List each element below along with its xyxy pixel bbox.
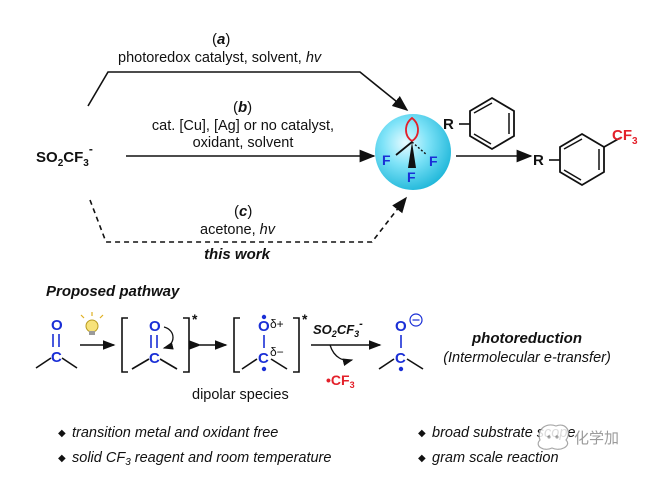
acetone-ground-state: O C — [35, 317, 78, 369]
dipolar-species: * O δ+ C δ− — [233, 311, 308, 373]
delta-minus: δ− — [270, 345, 284, 359]
svg-text:O: O — [395, 318, 407, 335]
route-c-conditions: acetone, — [200, 222, 260, 238]
watermark-text: 化学加 — [574, 429, 619, 447]
product-r-group: R — [533, 152, 544, 169]
svg-text:C: C — [149, 350, 160, 367]
feature-item: solid CF3 reagent and room temperature — [72, 450, 331, 468]
svg-text:*: * — [192, 311, 198, 327]
svg-text:(a): (a) — [212, 31, 230, 48]
fluorine-left: F — [382, 152, 391, 168]
process-title: photoreduction — [471, 330, 582, 347]
svg-text:C: C — [395, 350, 406, 367]
reagent-formula: SO2CF3- — [36, 142, 93, 169]
process-subtitle: (Intermolecular e-transfer) — [443, 350, 611, 366]
fluorine-bottom: F — [407, 169, 416, 185]
light-bulb-icon — [80, 312, 104, 335]
route-b: (b) cat. [Cu], [Ag] or no catalyst, oxid… — [126, 99, 376, 163]
route-c-letter: c — [239, 203, 248, 220]
trifluoromethyl-arene-product: R CF3 — [533, 127, 638, 187]
watermark: 化学加 — [537, 424, 619, 450]
route-c-hv: hv — [260, 222, 276, 238]
route-c: (c) acetone, hv this work — [89, 196, 407, 263]
dipolar-species-label: dipolar species — [192, 387, 289, 403]
excited-state-ketone: * O C — [121, 311, 198, 373]
substrate-r-group: R — [443, 116, 454, 133]
svg-text:acetone, hv: acetone, hv — [200, 222, 276, 238]
route-a-conditions: photoredox catalyst, solvent, — [118, 50, 306, 66]
bullet-mark: ◆ — [418, 453, 426, 464]
pathway-title: Proposed pathway — [46, 283, 180, 300]
route-b-line2: oxidant, solvent — [193, 135, 294, 151]
route-a: (a) photoredox catalyst, solvent, hv — [87, 31, 409, 112]
svg-text:SO2CF3-: SO2CF3- — [313, 318, 363, 339]
svg-text:O: O — [51, 317, 63, 334]
this-work-label: this work — [204, 246, 271, 263]
svg-text:C: C — [258, 350, 269, 367]
svg-text:(c): (c) — [234, 203, 252, 220]
svg-text:(b): (b) — [233, 99, 252, 116]
svg-text:photoredox catalyst, solvent,: photoredox catalyst, solvent, hv — [118, 50, 322, 66]
svg-text:O: O — [258, 318, 270, 335]
route-a-arrow — [87, 71, 409, 112]
feature-item: transition metal and oxidant free — [72, 425, 278, 441]
fluorine-right: F — [429, 153, 438, 169]
route-a-letter: a — [217, 31, 225, 48]
route-b-line1: cat. [Cu], [Ag] or no catalyst, — [152, 118, 334, 134]
route-b-letter: b — [238, 99, 247, 116]
bullet-mark: ◆ — [58, 428, 66, 439]
arene-substrate: R — [443, 96, 515, 151]
cf3-radical-sphere: F F F — [375, 114, 451, 190]
feature-item: gram scale reaction — [432, 450, 559, 466]
svg-text:C: C — [51, 349, 62, 366]
features-list: ◆ transition metal and oxidant free ◆ br… — [58, 425, 575, 468]
bullet-mark: ◆ — [58, 453, 66, 464]
ketyl-radical-anion: O C — [378, 313, 424, 372]
electron-transfer-arrow: SO2CF3- — [311, 318, 382, 366]
svg-text:O: O — [149, 318, 161, 335]
route-a-hv: hv — [306, 50, 322, 66]
svg-text:*: * — [302, 311, 308, 327]
route-c-arrow — [89, 196, 407, 243]
product-cf3: CF3 — [612, 127, 638, 147]
delta-plus: δ+ — [270, 317, 284, 331]
bullet-mark: ◆ — [418, 428, 426, 439]
cf3-radical-label: •CF3 — [326, 372, 355, 390]
